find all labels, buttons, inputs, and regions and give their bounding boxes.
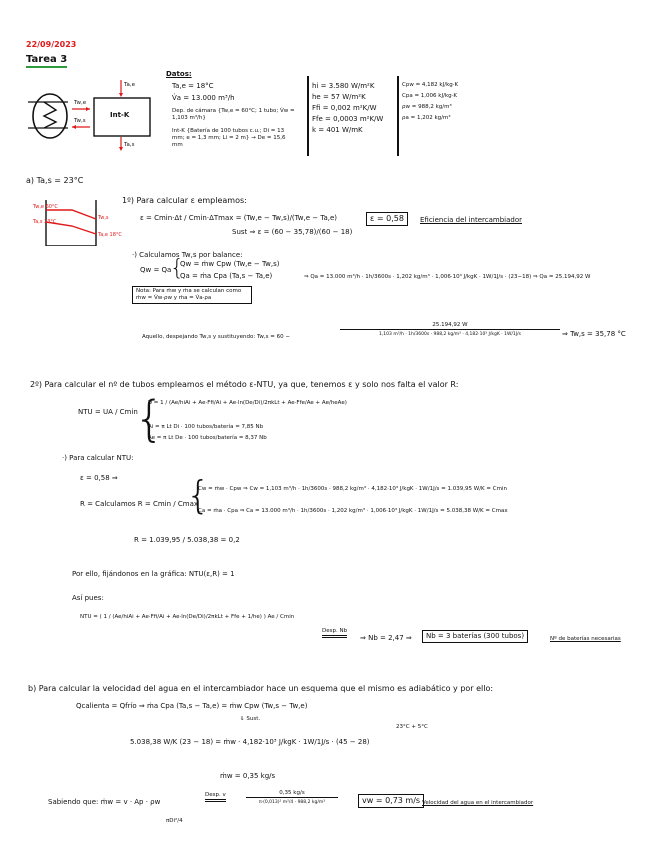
temp-note: 23°C + 5°C — [396, 724, 428, 730]
brace: { — [170, 256, 184, 281]
profile-label: Tw,e 60°C — [33, 204, 58, 210]
datos-item: V̇a = 13.000 m³/h — [172, 94, 235, 102]
v-numerator: 0,35 kg/s — [246, 790, 338, 798]
sust-arrow: ⇓ Sust. — [240, 716, 261, 722]
exchanger-box-label: Int-K — [110, 111, 130, 119]
brace: { — [134, 391, 165, 447]
brace: { — [186, 473, 211, 517]
u-formula: U = 1 / (Ae/hiAi + Ae·Ffi/Ai + Ae·ln(De/… — [148, 400, 347, 406]
datos-col2: k = 401 W/mK — [312, 126, 363, 134]
epsilon-note: Eficiencia del intercambiador — [420, 216, 522, 224]
tws-fraction: 25.194,92 W 1,103 m³/h · 1h/3600s · 988,… — [340, 322, 560, 339]
datos-col3: Cpa = 1,006 kJ/kg·K — [402, 93, 457, 99]
q-equation: Qcalienta = Qfrío ⇒ ṁa Cpa (Ta,s − Ta,e)… — [76, 702, 308, 710]
step1-title: 1º) Para calcular ε empleamos: — [122, 196, 247, 205]
datos-col2: he = 57 W/m²K — [312, 93, 366, 101]
ntu-title: ·) Para calcular NTU: — [62, 454, 134, 462]
air-out-label: Ta,s — [124, 142, 135, 148]
datos-item: Ta,e = 18°C — [172, 82, 214, 90]
nb-value: ⇒ Nb = 2,47 ⇒ — [360, 634, 412, 642]
mw-result: ṁw = 0,35 kg/s — [220, 772, 276, 780]
nb-result: Nb = 3 baterías (300 tubos) — [422, 630, 529, 643]
profile-label: Tw,s — [98, 215, 109, 221]
profile-label: Ta,e 18°C — [98, 232, 122, 238]
note-box: Nota: Para ṁw y ṁa se calculan como ṁw =… — [132, 286, 252, 304]
divider — [307, 76, 309, 156]
step2-title: 2º) Para calcular el nº de tubos empleam… — [30, 380, 459, 389]
balance-lhs: Qw = Qa — [140, 266, 172, 274]
v-denominator: π·(0,013)² m²/4 · 988,2 kg/m³ — [258, 800, 326, 805]
balance-title: ·) Calculamos Tw,s por balance: — [132, 251, 243, 259]
divider — [397, 76, 399, 156]
datos-col2: Ffe = 0,0003 m²K/W — [312, 115, 384, 123]
water-out-label: Tw,s — [74, 118, 86, 124]
substituted-equation: 5.038,38 W/K (23 − 18) = ṁw · 4,182·10³ … — [130, 738, 370, 746]
ntu-definition: NTU = UA / Cmin — [78, 408, 138, 416]
velocity-note: Velocidad del agua en el intercambiador — [422, 800, 534, 806]
balance-subst: ⇒ Qa = 13.000 m³/h · 1h/3600s · 1,202 kg… — [304, 274, 591, 280]
air-in-label: Ta,e — [124, 82, 135, 88]
epsilon-value: ε = 0,58 ⇒ — [80, 474, 118, 482]
r-label: R = Calculamos R = Cmin / Cmax — [80, 500, 199, 508]
ai-formula: Ai = π Lt Di · 100 tubos/batería = 7,85 … — [148, 424, 264, 430]
sabiendo-que: Sabiendo que: ṁw = v · Ap · ρw — [48, 798, 161, 806]
tws-result: ⇒ Tw,s = 35,78 °C — [562, 330, 626, 338]
nb-note: Nº de baterías necesarias — [550, 636, 621, 642]
datos-col3: ρa = 1,202 kg/m³ — [402, 115, 451, 121]
cw-formula: Cw = ṁw · Cpw ⇒ Cw = 1,103 m³/h · 1h/360… — [198, 486, 507, 492]
graph-line: Por ello, fijándonos en la gráfica: NTU(… — [72, 570, 235, 578]
datos-col3: Cpw = 4,182 kJ/kg·K — [402, 82, 459, 88]
asi-pues: Así pues: — [72, 594, 104, 602]
velocity-result: vw = 0,73 m/s — [358, 794, 425, 808]
datos-heading: Datos: — [166, 70, 192, 78]
ae-formula: Ae = π Lt De · 100 tubos/batería = 8,37 … — [148, 435, 267, 441]
desp-nb-arrow: Desp. Nb — [322, 628, 348, 638]
tws-prefix: Aquello, despejando Tw,s y sustituyendo:… — [142, 334, 291, 340]
epsilon-subst: Sust ⇒ ε = (60 − 35,78)/(60 − 18) — [232, 228, 353, 236]
water-in-label: Tw,e — [74, 100, 87, 106]
datos-col3: ρw = 988,2 kg/m³ — [402, 104, 452, 110]
tws-numerator: 25.194,92 W — [340, 322, 560, 330]
balance-eq1: Qw = ṁw Cpw (Tw,e − Tw,s) — [180, 260, 280, 268]
ap-formula: πDi²/4 — [166, 818, 183, 824]
part-b-title: b) Para calcular la velocidad del agua e… — [28, 684, 494, 693]
ntu-full-formula: NTU = ( 1 / (Ae/hiAi + Ae·Ffi/Ai + Ae·ln… — [80, 614, 295, 620]
tws-denominator: 1,103 m³/h · 1h/3600s · 988,2 kg/m³ · 4,… — [379, 332, 521, 337]
page-title: Tarea 3 — [26, 54, 68, 68]
heat-exchanger-diagram — [28, 80, 151, 151]
r-result: R = 1.039,95 / 5.038,38 = 0,2 — [134, 536, 240, 544]
part-a-label: a) Ta,s = 23°C — [26, 176, 84, 185]
epsilon-formula: ε = Cmin·Δt / Cmin·ΔTmax = (Tw,e − Tw,s)… — [140, 214, 338, 222]
temperature-profile — [45, 200, 97, 246]
datos-item: Dep. de cámara {Tw,e = 60°C; 1 tubo; V̇w… — [172, 108, 295, 121]
desp-v-arrow: Desp. v — [205, 792, 226, 802]
date: 22/09/2023 — [26, 40, 77, 49]
datos-item: Int-K {Batería de 100 tubos c.u.; Di = 1… — [172, 128, 286, 148]
ca-formula: Ca = ṁa · Cpa ⇒ Ca = 13.000 m³/h · 1h/36… — [198, 508, 508, 514]
datos-col2: Ffi = 0,002 m²K/W — [312, 104, 377, 112]
profile-label: Ta,s 23°C — [33, 219, 57, 225]
velocity-fraction: 0,35 kg/s π·(0,013)² m²/4 · 988,2 kg/m³ — [246, 790, 338, 807]
epsilon-result: ε = 0,58 — [366, 212, 408, 226]
balance-eq2: Qa = ṁa Cpa (Ta,s − Ta,e) — [180, 272, 273, 280]
datos-col2: hi = 3.580 W/m²K — [312, 82, 375, 90]
